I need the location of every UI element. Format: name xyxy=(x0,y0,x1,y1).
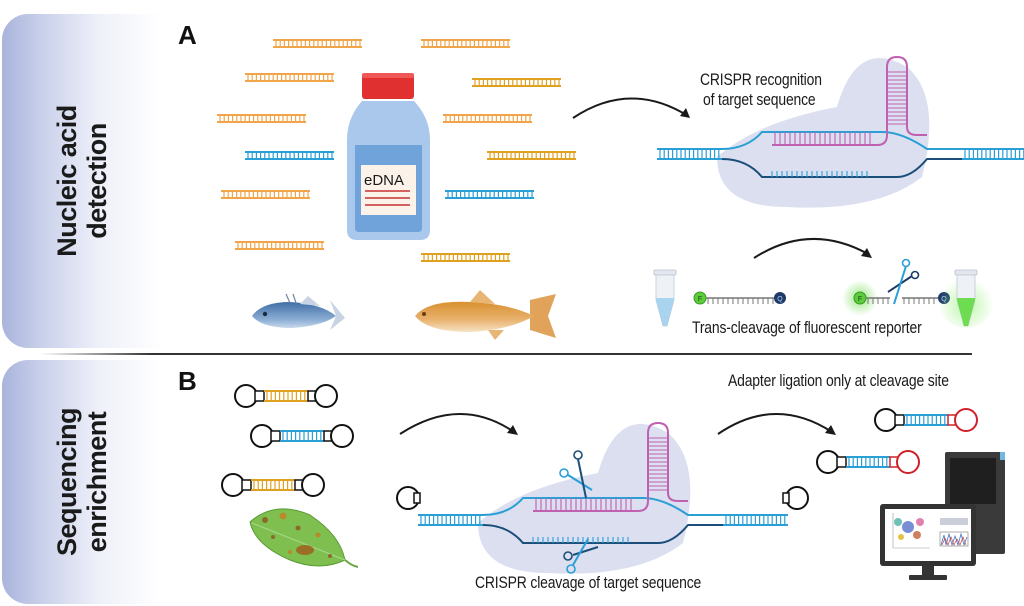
arrow-a2-head xyxy=(861,248,872,258)
arrow-b1-head xyxy=(507,425,518,435)
hairpin-library xyxy=(221,384,354,497)
fluorophore-label-cleaved: F xyxy=(858,296,862,303)
dumbbell-molecule xyxy=(221,473,325,497)
dna-fragment xyxy=(487,151,576,160)
panel-divider xyxy=(40,353,972,355)
non-target-strand xyxy=(482,524,723,544)
sequencer-computer-icon xyxy=(880,452,1005,580)
tsne-plot-icon xyxy=(892,513,930,549)
dna-fragment xyxy=(421,39,510,48)
dna-fragment xyxy=(445,190,534,199)
arrow-b1 xyxy=(399,413,515,435)
arrow-b2 xyxy=(717,413,833,435)
guide-rna xyxy=(533,421,688,512)
dna-fragment xyxy=(217,114,306,123)
crispr-complex-cleavage xyxy=(396,421,809,574)
dumbbell-core xyxy=(846,456,890,468)
dna-fragment xyxy=(421,253,510,262)
dumbbell-molecule xyxy=(250,424,354,448)
arrow-a1-head xyxy=(680,108,690,118)
caption-adapter-ligation: Adapter ligation only at cleavage site xyxy=(728,371,949,390)
dumbbell-core xyxy=(264,390,308,402)
panel-letter-a: A xyxy=(178,20,197,50)
ligated-dumbbell xyxy=(874,408,978,432)
dumbbell-molecule xyxy=(234,384,338,408)
tube-positive-icon xyxy=(938,269,994,328)
dumbbell-core xyxy=(251,479,295,491)
target-strand xyxy=(721,131,962,150)
scissors-icon xyxy=(887,258,920,305)
quencher-label: Q xyxy=(777,296,783,303)
dna-fragment xyxy=(245,151,334,160)
dna-fragment xyxy=(235,241,324,250)
dumbbell-core xyxy=(904,414,948,426)
dna-duplex-right xyxy=(723,514,788,526)
caption-recognition-line2: of target sequence xyxy=(703,90,816,109)
trout-fish-icon xyxy=(415,290,556,340)
reporter-cleaved: F Q xyxy=(842,258,950,316)
bottle-label-text: eDNA xyxy=(364,172,404,189)
ligated-dumbbell xyxy=(816,450,920,474)
dumbbell-core xyxy=(280,430,324,442)
panel-b-side-label: Sequencing enrichment xyxy=(2,360,162,604)
guide-rna xyxy=(772,55,927,146)
edna-bottle-icon: eDNA xyxy=(347,73,430,240)
dna-fragment xyxy=(472,78,561,87)
tube-negative-icon xyxy=(653,269,677,327)
crispr-complex-recognition xyxy=(657,55,1024,208)
scissors-icon xyxy=(559,450,593,499)
reporter-intact: F Q xyxy=(693,291,786,305)
dna-fragment xyxy=(273,39,362,48)
arrow-a1 xyxy=(572,97,689,119)
scissors-icon xyxy=(563,538,599,574)
diseased-leaf-icon xyxy=(249,508,359,568)
dna-fragment xyxy=(221,190,310,199)
caption-trans-cleavage: Trans-cleavage of fluorescent reporter xyxy=(692,318,922,337)
arrow-a2 xyxy=(753,238,869,259)
fluorophore-label: F xyxy=(698,296,702,303)
panel-letter-b: B xyxy=(178,366,197,396)
arrow-b2-head xyxy=(825,425,836,435)
stickleback-fish-icon xyxy=(252,293,345,330)
edna-fragments xyxy=(217,39,576,262)
dna-fragment xyxy=(443,114,532,123)
caption-crispr-cleavage: CRISPR cleavage of target sequence xyxy=(475,573,702,592)
dna-duplex-left xyxy=(418,514,483,526)
caption-recognition-line1: CRISPR recognition xyxy=(700,70,822,89)
panel-a-side-label: Nucleic acid detection xyxy=(2,14,162,348)
adapter-ligated-products xyxy=(816,408,978,474)
non-target-strand xyxy=(721,158,962,178)
dna-duplex-left xyxy=(657,148,722,160)
dna-fragment xyxy=(245,73,334,82)
target-strand xyxy=(482,497,723,516)
dna-duplex-right xyxy=(962,148,1024,160)
